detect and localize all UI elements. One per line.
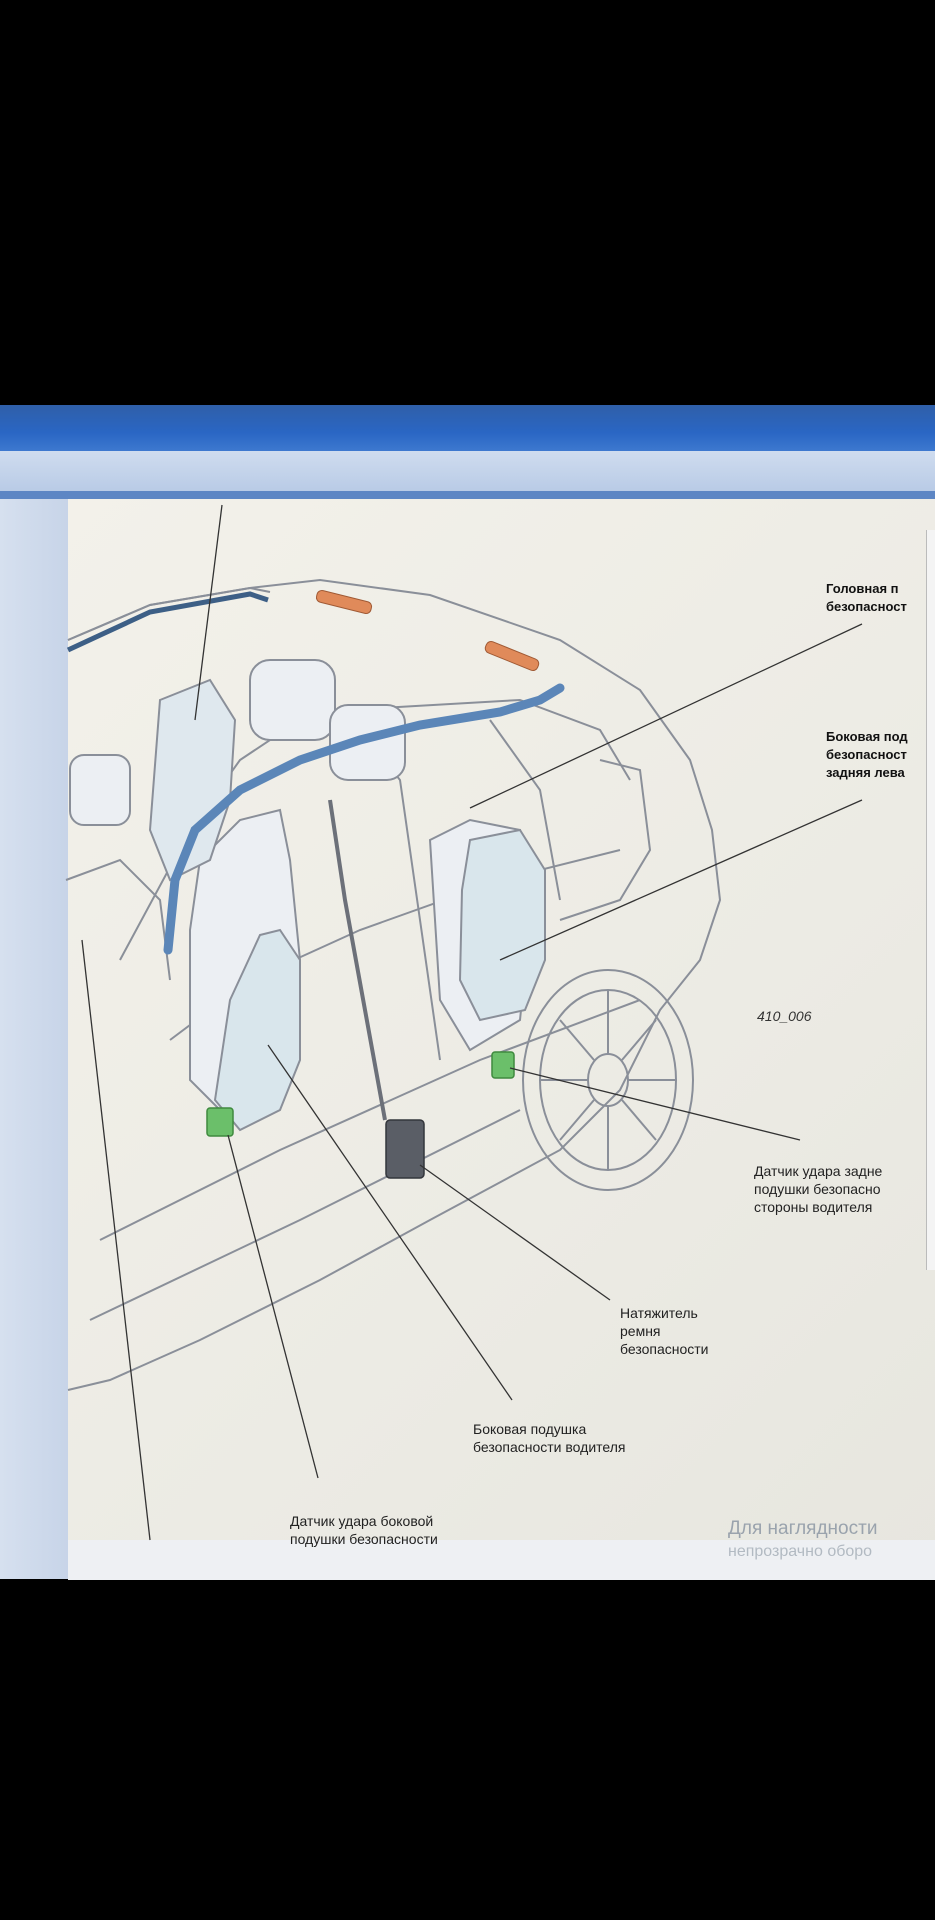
seat-belt [328,799,387,1121]
label-side-impact-sensor: Датчик удара боковой подушки безопасност… [290,1513,438,1547]
toolbar [0,451,935,491]
head-airbag [163,683,565,955]
label-belt-tensioner: Натяжитель ремня безопасности [620,1305,709,1357]
gas-generators [315,589,540,672]
rear-wheel [522,969,694,1191]
window-title-bar [0,405,935,451]
side-airbag-rear-left [458,828,546,1022]
label-rear-impact-sensor: Датчик удара задне подушки безопасно сто… [754,1163,883,1215]
scrollbar[interactable] [926,530,935,1270]
label-side-airbag-driver: Боковая подушка безопасности водителя [473,1421,626,1455]
roof-rail [66,591,269,653]
label-head-airbag: Головная п безопасност [826,581,907,614]
impact-sensors [206,1051,515,1137]
left-panel [0,499,68,1579]
side-airbag-driver [213,928,301,1132]
figure-number: 410_006 [757,1008,812,1024]
label-side-airbag-rear-left: Боковая под безопасност задняя лева [826,729,908,780]
belt-tensioner [385,1119,425,1179]
bottom-strip [68,1540,935,1580]
leader-lines [81,504,863,1541]
front-airbag [148,678,237,882]
footer-note: Для наглядности непрозрачно оборо [728,1518,878,1560]
toolbar-divider [0,491,935,499]
